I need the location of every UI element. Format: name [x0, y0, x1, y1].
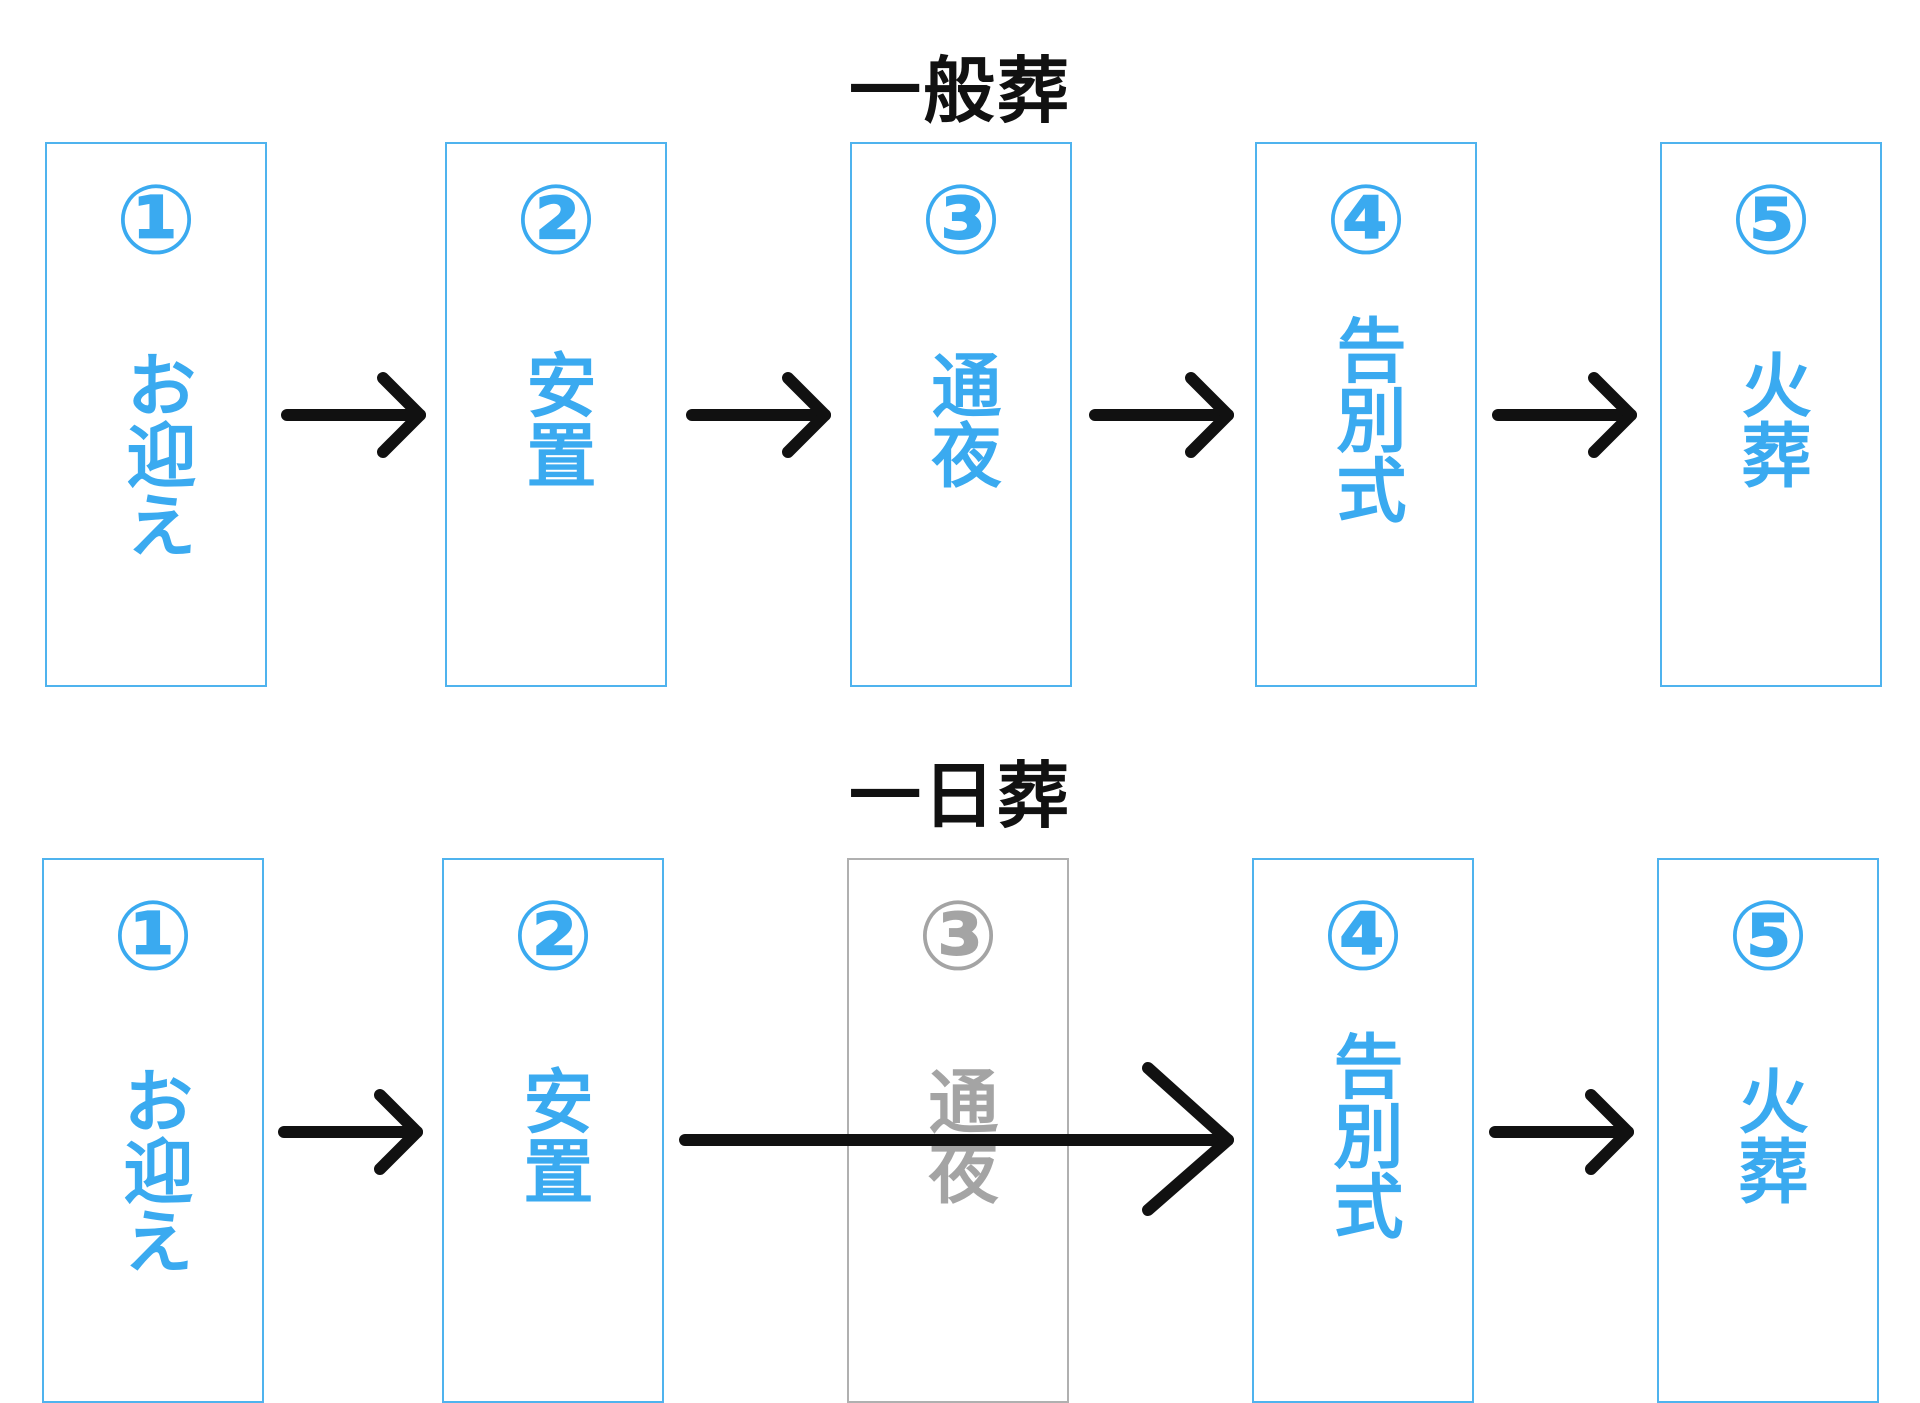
step-number: ②: [515, 164, 597, 276]
step-label: 告別式: [1325, 314, 1408, 524]
step-label: 安置: [515, 349, 598, 489]
step-label: 告別式: [1322, 1030, 1405, 1240]
step-number: ⑤: [1727, 880, 1809, 992]
step-label: 火葬: [1730, 349, 1813, 489]
step-number: ④: [1322, 880, 1404, 992]
step-label: 通夜: [920, 349, 1003, 489]
step-number: ②: [512, 880, 594, 992]
arrow-right-icon: [686, 372, 831, 458]
step-number: ④: [1325, 164, 1407, 276]
step-label: 安置: [512, 1065, 595, 1205]
step-box-ichinichi-2: ② 安置: [442, 858, 664, 1403]
step-label: お迎え: [115, 349, 198, 559]
step-label: お迎え: [112, 1065, 195, 1275]
step-number: ⑤: [1730, 164, 1812, 276]
step-label: 通夜: [917, 1065, 1000, 1205]
step-box-ichinichi-4: ④ 告別式: [1252, 858, 1474, 1403]
step-box-ichinichi-1: ① お迎え: [42, 858, 264, 1403]
arrow-right-icon: [281, 372, 426, 458]
step-box-ichinichi-5: ⑤ 火葬: [1657, 858, 1879, 1403]
arrow-right-icon: [1089, 372, 1234, 458]
step-box-ippan-4: ④ 告別式: [1255, 142, 1477, 687]
step-label: 火葬: [1727, 1065, 1810, 1205]
step-box-ippan-1: ① お迎え: [45, 142, 267, 687]
arrow-right-icon: [1489, 1089, 1634, 1175]
arrow-right-icon: [1492, 372, 1637, 458]
step-number: ①: [112, 880, 194, 992]
step-box-ippan-3: ③ 通夜: [850, 142, 1072, 687]
step-number: ①: [115, 164, 197, 276]
section-title-ichinichi: 一日葬: [848, 753, 1071, 838]
step-number: ③: [920, 164, 1002, 276]
step-number: ③: [917, 880, 999, 992]
step-box-ippan-5: ⑤ 火葬: [1660, 142, 1882, 687]
section-title-ippan: 一般葬: [848, 48, 1071, 133]
step-box-ippan-2: ② 安置: [445, 142, 667, 687]
arrow-right-icon: [278, 1089, 423, 1175]
step-box-ichinichi-3-skipped: ③ 通夜: [847, 858, 1069, 1403]
